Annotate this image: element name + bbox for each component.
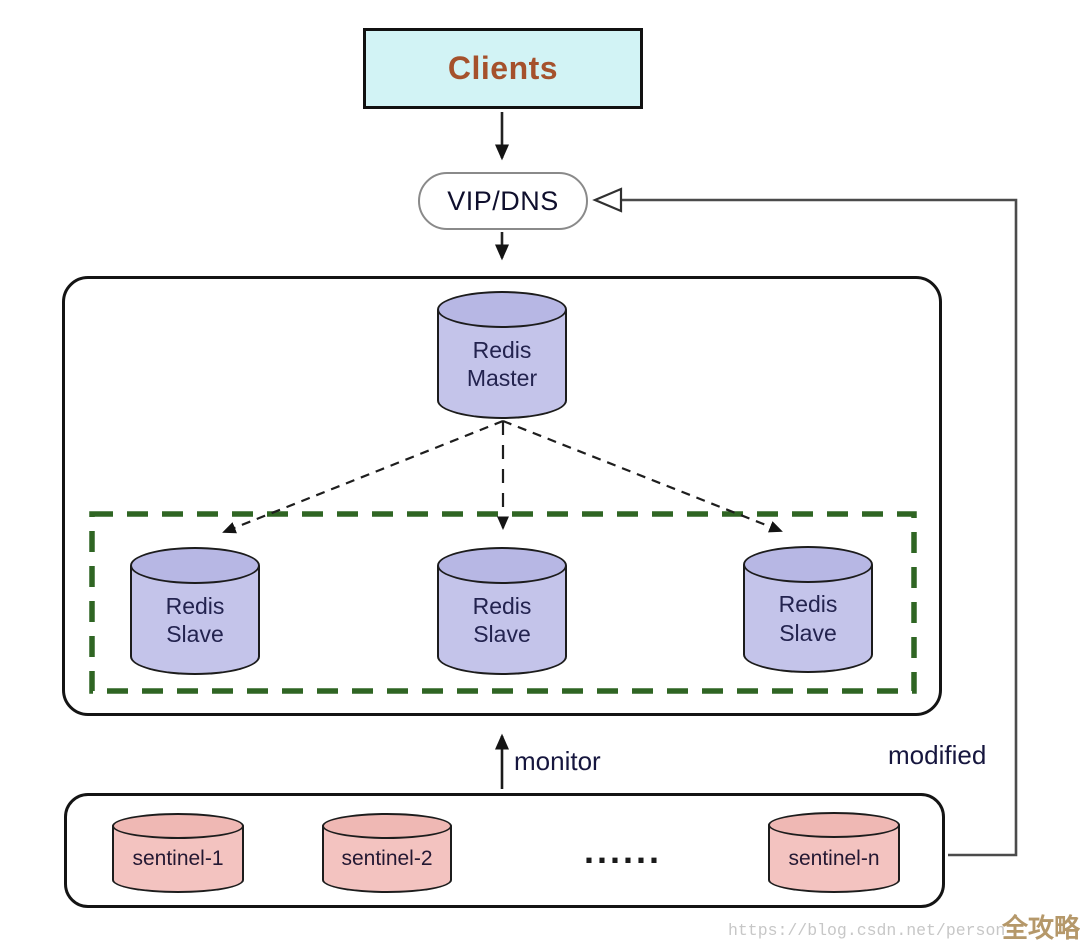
redis-slave-cylinder-3: Redis Slave — [743, 546, 873, 673]
monitor-label: monitor — [514, 746, 601, 776]
vip-dns-node: VIP/DNS — [418, 172, 588, 230]
redis-slave-label: Redis Slave — [778, 591, 838, 646]
sentinel-2-label: sentinel-2 — [341, 847, 433, 871]
clients-box: Clients — [363, 28, 643, 109]
modified-label: modified — [888, 740, 987, 770]
sentinel-2-cylinder: sentinel-2 — [322, 813, 452, 893]
redis-slave-cylinder-1: Redis Slave — [130, 547, 260, 675]
watermark-url: https://blog.csdn.net/person_ — [728, 921, 1016, 940]
redis-master-cylinder: Redis Master — [437, 291, 567, 419]
redis-slave-cylinder-2: Redis Slave — [437, 547, 567, 675]
redis-slave-label: Redis Slave — [165, 592, 225, 648]
cylinder-top — [322, 813, 452, 839]
clients-label: Clients — [447, 50, 559, 86]
sentinel-1-label: sentinel-1 — [132, 847, 224, 871]
sentinel-1-cylinder: sentinel-1 — [112, 813, 244, 893]
vip-dns-label: VIP/DNS — [447, 185, 559, 216]
hollow-arrowhead-into-vipdns — [592, 187, 623, 213]
redis-slave-label: Redis Slave — [472, 592, 532, 648]
redis-master-label: Redis Master — [466, 336, 538, 392]
cylinder-top — [437, 291, 567, 328]
cylinder-top — [112, 813, 244, 839]
sentinel-ellipsis: ...... — [584, 830, 663, 871]
sentinel-n-cylinder: sentinel-n — [768, 812, 900, 893]
sentinel-n-label: sentinel-n — [788, 846, 880, 870]
watermark-badge: 全攻略 — [1002, 913, 1080, 943]
